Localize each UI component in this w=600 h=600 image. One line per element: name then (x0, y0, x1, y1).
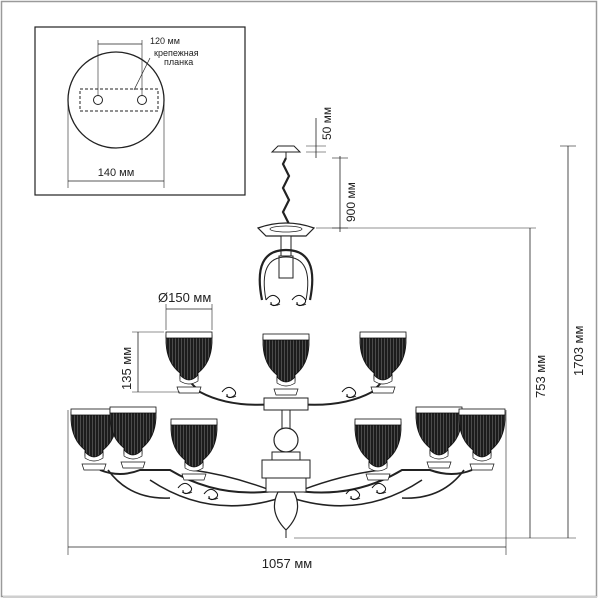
lower-arm-right-1 (291, 469, 473, 494)
lower-arm-right-2 (291, 479, 423, 507)
upper-arm-left (187, 379, 276, 406)
stem-collar (278, 255, 294, 279)
outer-arm-right (401, 469, 465, 499)
shade-lower-6 (458, 408, 506, 471)
shade-upper-center (262, 333, 310, 396)
lower-scroll-left-2 (203, 488, 219, 501)
column-ball (273, 427, 299, 453)
lower-arm-left-1 (99, 469, 281, 494)
canopy-height-label: 50 мм (320, 107, 334, 140)
dimensions: 50 мм 900 мм Ø150 мм 135 мм 753 мм 1703 … (67, 107, 586, 571)
lower-hub-base (265, 477, 307, 493)
upper-arm-right (296, 379, 385, 406)
mount-width-label: 120 мм (150, 36, 180, 46)
shade-height-label: 135 мм (119, 347, 134, 390)
column-ring (271, 451, 301, 461)
mount-hole-left (93, 95, 103, 105)
outer-arm-left (107, 469, 171, 499)
mount-bar-leader (133, 57, 151, 91)
lower-scroll-left-1 (177, 482, 193, 495)
upper-scroll-left (221, 386, 237, 399)
shade-lower-3 (170, 418, 218, 481)
lower-arm-right-3 (301, 469, 381, 491)
upper-scroll-right (341, 386, 357, 399)
shade-lower-5 (415, 406, 463, 469)
canopy-diameter-label: 140 мм (98, 167, 135, 179)
lower-arm-left-2 (149, 479, 281, 507)
total-width-label: 1057 мм (262, 556, 312, 571)
lower-arm-left-3 (191, 469, 271, 491)
chain-length-label: 900 мм (344, 182, 358, 222)
shade-upper-right (359, 331, 407, 394)
body-height-label: 753 мм (533, 355, 548, 398)
shade-upper-left (165, 331, 213, 394)
loop-scroll-left (265, 294, 281, 307)
upper-hub (263, 397, 309, 411)
mounting-inset: 120 мм крепежная планка 140 мм (34, 26, 246, 196)
column-neck (281, 409, 291, 431)
chandelier-arms (99, 379, 473, 507)
shade-diameter-label: Ø150 мм (158, 290, 211, 305)
ceiling-canopy (270, 145, 302, 153)
top-loop-inner (263, 256, 309, 301)
chandelier-top (256, 145, 316, 307)
cup-rim (269, 225, 303, 233)
loop-scroll-right (291, 294, 307, 307)
total-height-label: 1703 мм (571, 326, 586, 376)
lower-hub (261, 459, 311, 479)
shade-lower-4 (354, 418, 402, 481)
finial (273, 491, 299, 531)
chain (281, 157, 291, 231)
mount-bar-label-1: крепежная (154, 48, 199, 58)
top-loop (258, 248, 314, 301)
mount-bar-label-2: планка (164, 57, 193, 67)
mount-hole-right (137, 95, 147, 105)
lower-scroll-right-1 (371, 482, 387, 495)
shade-lower-2 (109, 406, 157, 469)
canopy-circle (67, 51, 165, 149)
central-column (261, 397, 311, 538)
